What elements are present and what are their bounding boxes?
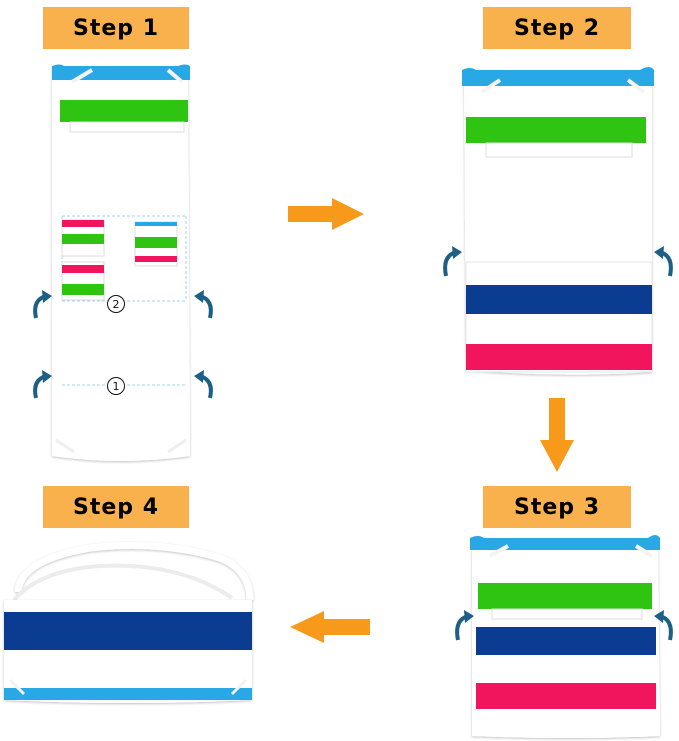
fold-marker-2: 2 <box>107 295 125 313</box>
curved-fold-arrow-icon <box>443 246 462 277</box>
step-4-handle-strap <box>14 542 254 601</box>
step-2-pink-band <box>466 344 652 370</box>
curved-fold-arrow-icon <box>33 290 52 319</box>
step-1-green-band <box>60 100 188 122</box>
step-3-green-band <box>478 583 652 609</box>
mini-towel-thumbnail-3 <box>134 221 178 267</box>
step-4-navy-band <box>4 612 252 650</box>
curved-fold-arrow-icon <box>194 370 213 399</box>
step-3-navy-band <box>476 627 656 655</box>
curved-fold-arrow-icon <box>194 290 213 319</box>
curved-fold-arrow-icon <box>33 370 52 399</box>
step-2-navy-band <box>466 285 652 314</box>
mini-towel-thumbnail-1 <box>61 219 105 257</box>
down-arrow-icon <box>540 398 574 472</box>
step-4-label: Step 4 <box>43 486 189 528</box>
step-3-label: Step 3 <box>483 486 631 528</box>
left-arrow-icon <box>290 611 370 643</box>
step-2-label: Step 2 <box>483 7 631 49</box>
step-4-sky-blue-band <box>4 688 252 700</box>
step-3-sky-blue-band <box>470 535 660 550</box>
step-1-label: Step 1 <box>43 7 189 49</box>
step-2-sky-blue-band <box>462 67 654 86</box>
right-arrow-icon <box>288 198 364 230</box>
mini-towel-thumbnail-2 <box>61 261 105 301</box>
curved-fold-arrow-icon <box>654 246 673 277</box>
step-3-pink-band <box>476 683 656 709</box>
curved-fold-arrow-icon <box>455 610 474 641</box>
step-2-green-band <box>466 117 646 143</box>
curved-fold-arrow-icon <box>654 610 673 641</box>
fold-marker-1: 1 <box>107 377 125 395</box>
step-1-sky-blue-band <box>52 64 190 80</box>
